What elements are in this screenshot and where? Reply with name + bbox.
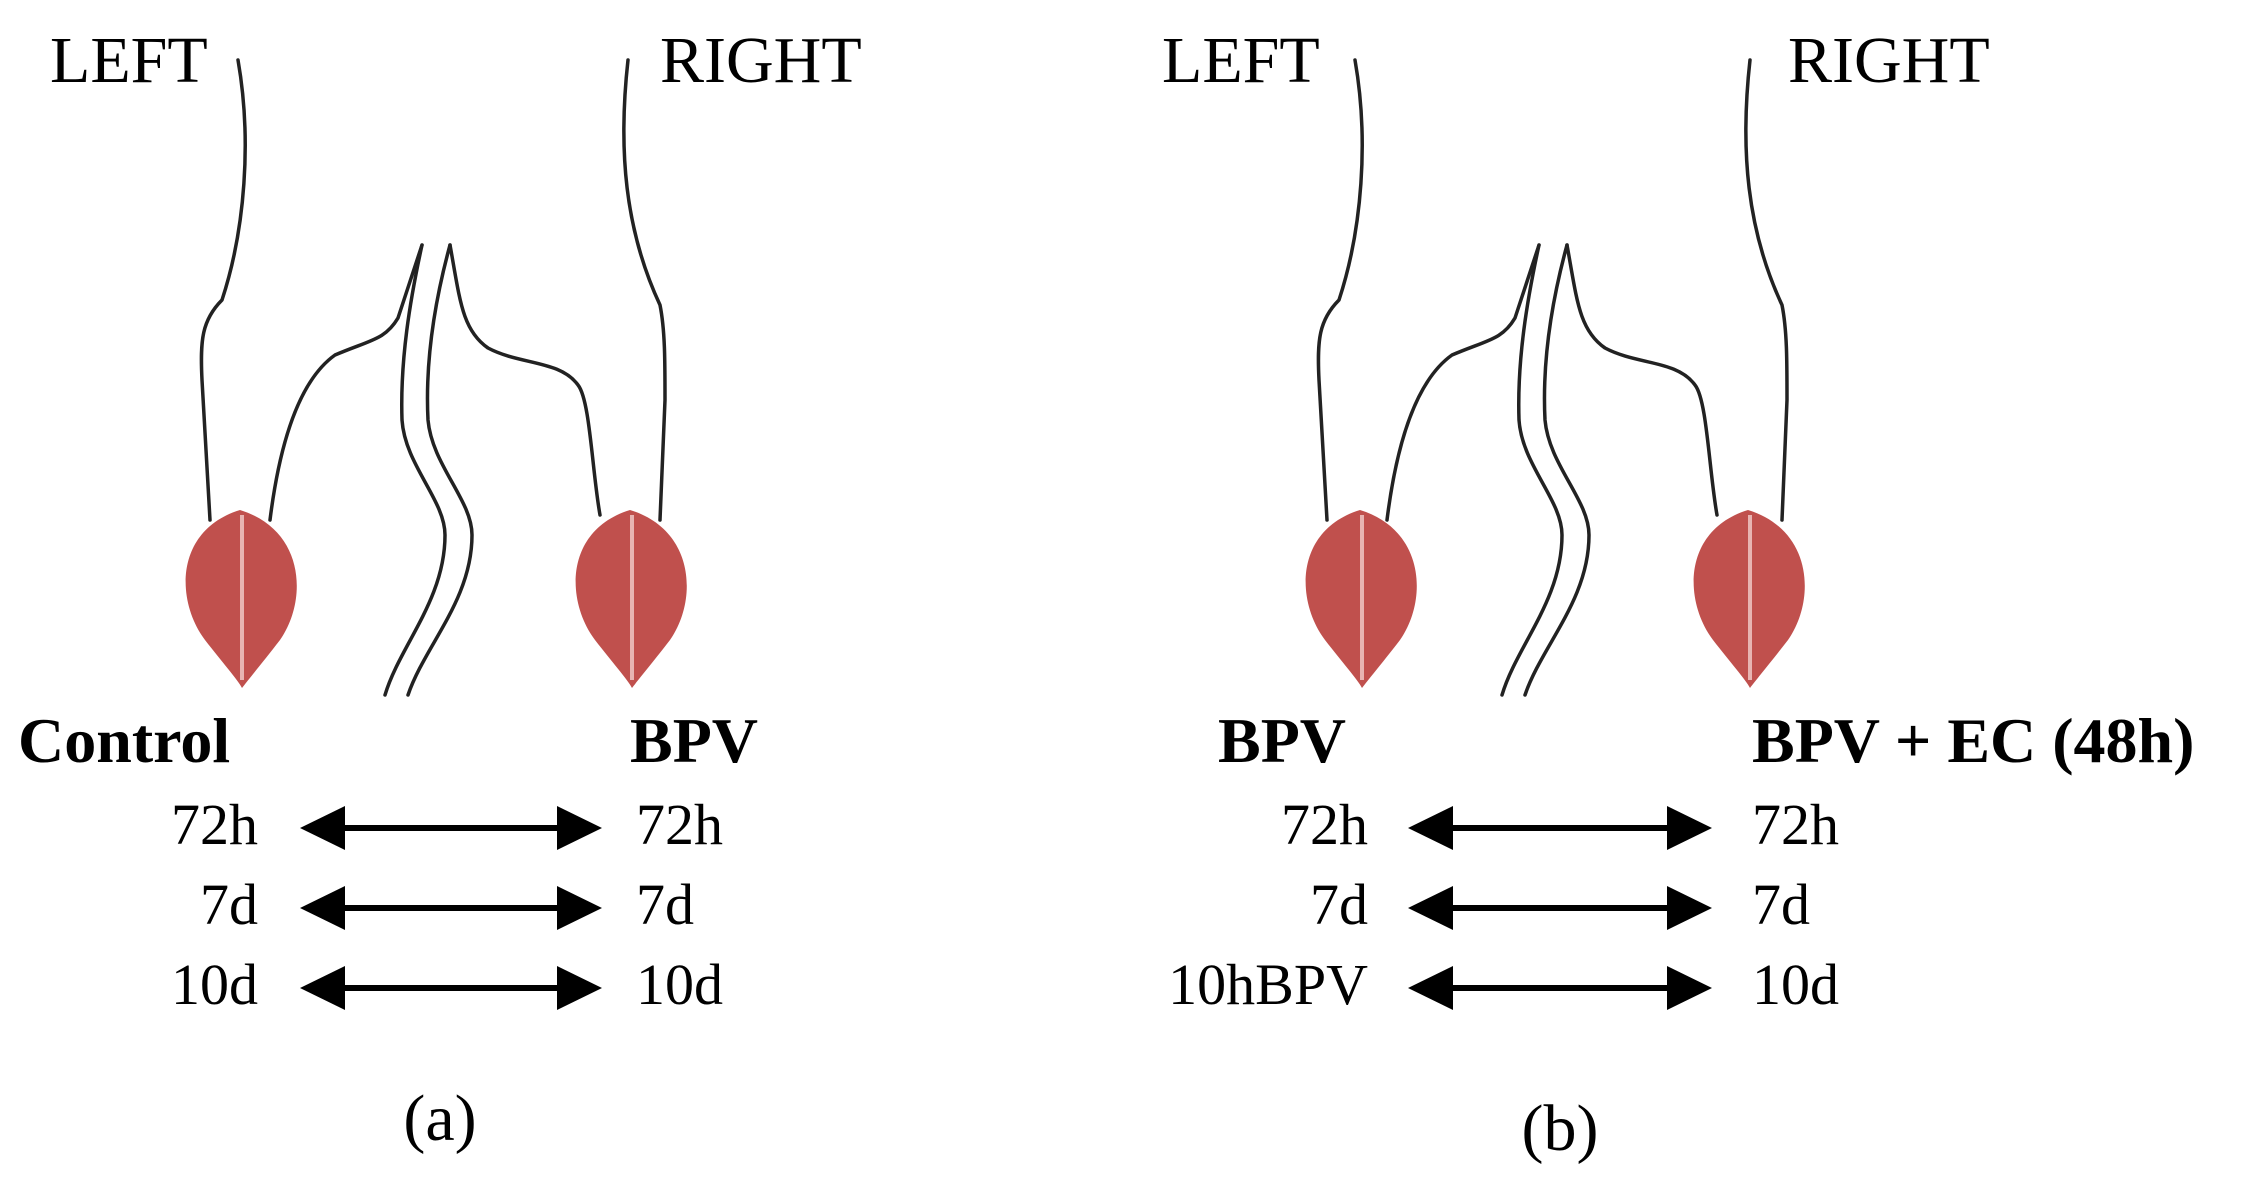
panel-b-spinal-extra-trunk — [1565, 243, 1719, 517]
panel-b-spinal-left-trunk — [1500, 243, 1564, 697]
panel-b-right-label: RIGHT — [1788, 24, 1990, 97]
panel-a-row1-right: 72h — [636, 792, 723, 857]
panel-b-left-outer-nerve — [1316, 58, 1364, 522]
panel-a-row3-right: 10d — [636, 952, 723, 1017]
panel-a-left-group-label: Control — [18, 705, 230, 776]
panel-a-spinal-right-trunk — [406, 243, 474, 697]
panel-b-row2-right: 7d — [1752, 872, 1810, 937]
panel-b-row3-arrow — [1408, 966, 1712, 1010]
panel-a-left-label: LEFT — [50, 24, 208, 97]
panel-b-right-muscle — [1693, 510, 1805, 688]
panel-a-row2-arrow — [300, 886, 602, 930]
panel-b-spinal-right-trunk — [1523, 243, 1591, 697]
panel-b: LEFT RIGHT BPV BPV + EC (48h) 72h 72h 7d — [1162, 24, 2194, 1165]
panel-a-right-outer-nerve — [622, 58, 667, 522]
panel-b-right-group-label: BPV + EC (48h) — [1752, 705, 2194, 776]
panel-a-row1-left: 72h — [171, 792, 258, 857]
panel-a-row2-right: 7d — [636, 872, 694, 937]
panel-b-row2-left: 7d — [1310, 872, 1368, 937]
panel-b-left-label: LEFT — [1162, 24, 1320, 97]
panel-b-left-group-label: BPV — [1218, 705, 1346, 776]
panel-a-row3-left: 10d — [171, 952, 258, 1017]
panel-a-spinal-extra-trunk — [448, 243, 602, 517]
panel-a-right-label: RIGHT — [660, 24, 862, 97]
panel-b-left-muscle — [1305, 510, 1417, 688]
panel-a-right-group-label: BPV — [630, 705, 758, 776]
panel-a: LEFT RIGHT Control BPV 72h 72h 7d — [18, 24, 862, 1155]
panel-a-caption: (a) — [403, 1082, 476, 1155]
panel-a-left-inner-nerve — [268, 243, 424, 522]
panel-a-right-muscle — [575, 510, 687, 688]
panel-a-left-muscle — [185, 510, 297, 688]
panel-b-row3-left: 10hBPV — [1168, 952, 1368, 1017]
panel-b-row3-right: 10d — [1752, 952, 1839, 1017]
panel-a-row1-arrow — [300, 806, 602, 850]
panel-b-left-inner-nerve — [1385, 243, 1541, 522]
panel-a-spinal-left-trunk — [383, 243, 447, 697]
panel-b-row1-arrow — [1408, 806, 1712, 850]
panel-b-row1-right: 72h — [1752, 792, 1839, 857]
panel-a-row2-left: 7d — [200, 872, 258, 937]
panel-a-row3-arrow — [300, 966, 602, 1010]
panel-b-right-outer-nerve — [1744, 58, 1789, 522]
panel-a-left-outer-nerve — [199, 58, 247, 522]
panel-b-caption: (b) — [1522, 1092, 1599, 1165]
panel-b-row1-left: 72h — [1281, 792, 1368, 857]
panel-b-row2-arrow — [1408, 886, 1712, 930]
